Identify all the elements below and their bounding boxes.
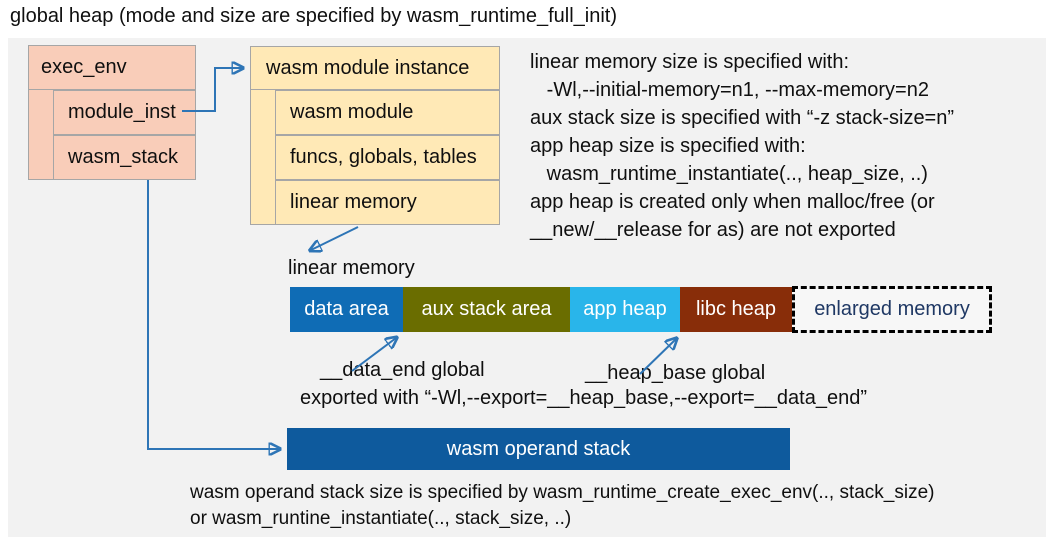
footer-line: wasm operand stack size is specified by … [190,482,935,503]
note-line: linear memory size is specified with: [530,51,849,73]
diagram-title: global heap (mode and size are specified… [10,5,617,27]
note-line: -Wl,--initial-memory=n1, --max-memory=n2 [530,79,929,101]
segment-libc-heap: libc heap [680,287,792,332]
note-line: app heap is created only when malloc/fre… [530,191,935,213]
linear-memory-label: linear memory [288,257,415,279]
segment-data-area: data area [290,287,403,332]
note-line: app heap size is specified with: [530,135,806,157]
footer-line: or wasm_runtine_instantiate(.., stack_si… [190,508,572,529]
module-instance-row-linear-memory: linear memory [275,180,500,225]
export-flags-note: exported with “-Wl,--export=__heap_base,… [300,387,867,409]
note-line: aux stack size is specified with “-z sta… [530,107,955,129]
exec-env-row-wasm-stack: wasm_stack [53,135,196,180]
exec-env-header: exec_env [29,46,195,90]
memory-size-notes: linear memory size is specified with: -W… [530,48,954,244]
data-end-global-label: __data_end global [320,359,485,381]
note-line: wasm_runtime_instantiate(.., heap_size, … [530,163,928,185]
wasm-operand-stack-bar: wasm operand stack [287,428,790,470]
module-instance-row-wasm-module: wasm module [275,90,500,135]
module-instance-row-funcs-globals-tables: funcs, globals, tables [275,135,500,180]
module-instance-header: wasm module instance [251,47,499,90]
segment-aux-stack-area: aux stack area [403,287,570,332]
operand-stack-size-note: wasm operand stack size is specified by … [190,480,935,532]
note-line: __new/__release for as) are not exported [530,219,896,241]
heap-base-global-label: __heap_base global [585,362,766,384]
segment-enlarged-memory: enlarged memory [792,286,992,333]
segment-app-heap: app heap [570,287,680,332]
exec-env-row-module-inst: module_inst [53,90,196,135]
